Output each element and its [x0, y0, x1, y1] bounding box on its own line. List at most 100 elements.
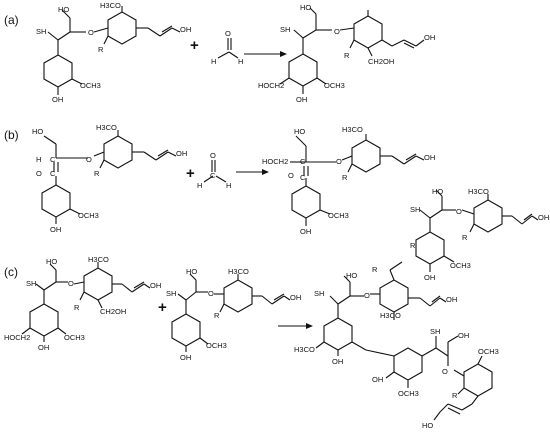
atom-h: H: [197, 181, 202, 190]
atom-oh: OH: [180, 25, 191, 34]
panel-a-arrow: [244, 51, 287, 57]
atom-r: R: [462, 233, 468, 242]
atom-r: R: [452, 391, 458, 400]
atom-och3: OCH3: [324, 81, 345, 90]
panel-a-formaldehyde: [217, 38, 239, 59]
panel-b-formaldehyde: [203, 160, 227, 183]
atom-h3co: H3CO: [100, 1, 121, 10]
atom-h3co: H3CO: [228, 267, 249, 276]
panel-a-product: [279, 7, 425, 94]
atom-ho: HO: [432, 187, 443, 196]
atom-sh: SH: [410, 205, 420, 214]
atom-oh: OH: [296, 95, 307, 104]
atom-c: C: [300, 157, 306, 166]
atom-o: O: [208, 289, 214, 298]
atom-h: H: [36, 155, 41, 164]
panel-c-arrow: [278, 323, 313, 329]
atom-r: R: [344, 51, 350, 60]
atom-ho: HO: [300, 3, 311, 12]
atom-och3: OCH3: [398, 389, 419, 398]
atom-o: O: [334, 27, 340, 36]
atom-o: O: [68, 279, 74, 288]
atom-och3: OCH3: [478, 347, 499, 356]
atom-oh: OH: [538, 213, 549, 222]
atom-sh: SH: [280, 25, 290, 34]
atom-ho: HO: [422, 421, 433, 430]
plus-sign: +: [190, 37, 199, 54]
atom-ho: HO: [294, 127, 305, 136]
atom-o: O: [288, 171, 294, 180]
atom-ho: HO: [46, 257, 57, 266]
atom-r: R: [372, 265, 378, 274]
atom-och3: OCH3: [64, 333, 85, 342]
atom-h3co: H3CO: [294, 345, 315, 354]
atom-oh: OH: [372, 375, 383, 384]
atom-h: H: [238, 57, 243, 66]
atom-ho: HO: [186, 267, 197, 276]
atom-sh: SH: [314, 289, 324, 298]
atom-o: O: [225, 29, 231, 38]
atom-sh: SH: [26, 279, 36, 288]
panel-c-product: [315, 189, 539, 421]
atom-oh: OH: [180, 353, 191, 362]
atom-och3: OCH3: [450, 261, 471, 270]
atom-o: O: [442, 367, 448, 376]
panel-label-b: (b): [4, 128, 19, 142]
atom-ho: HO: [32, 127, 43, 136]
atom-oh: OH: [424, 273, 435, 282]
panel-b-product: [290, 134, 425, 226]
atom-oh: OH: [38, 343, 49, 352]
atom-sh: SH: [36, 27, 46, 36]
atom-hoch2: HOCH2: [258, 81, 284, 90]
atom-oh: OH: [52, 95, 63, 104]
atom-oh: OH: [300, 227, 311, 236]
atom-c: C: [210, 171, 216, 180]
atom-oh: OH: [176, 149, 187, 158]
panel-a-reactant-lignin: [43, 6, 181, 95]
atom-o: O: [336, 157, 342, 166]
atom-h3co: H3CO: [88, 255, 109, 264]
atom-oh: OH: [424, 153, 435, 162]
atom-c: C: [50, 155, 56, 164]
atom-r: R: [214, 311, 220, 320]
atom-o: O: [364, 291, 370, 300]
atom-oh: OH: [50, 225, 61, 234]
atom-c: C: [50, 169, 56, 178]
panel-label-c: (c): [4, 265, 18, 279]
atom-oh: OH: [458, 331, 469, 340]
atom-h3co: H3CO: [342, 125, 363, 134]
plus-sign: +: [158, 299, 167, 316]
panel-b-reactant-lignin: [41, 130, 177, 224]
plus-sign: +: [186, 165, 195, 182]
atom-r: R: [342, 173, 348, 182]
atom-ho: HO: [58, 5, 69, 14]
atom-h3co: H3CO: [468, 187, 489, 196]
atom-ho: HO: [346, 271, 357, 280]
atom-och3: OCH3: [328, 211, 349, 220]
atom-o: O: [86, 155, 92, 164]
atom-oh: OH: [332, 357, 343, 366]
atom-och3: OCH3: [78, 211, 99, 220]
atom-h: H: [226, 181, 231, 190]
atom-o: O: [36, 169, 42, 178]
atom-r: R: [410, 241, 416, 250]
panel-c-reactant-2: [171, 273, 291, 352]
atom-ch2oh: CH2OH: [368, 57, 394, 66]
atom-h3co: H3CO: [96, 123, 117, 132]
atom-h: H: [211, 57, 216, 66]
atom-och3: OCH3: [80, 81, 101, 90]
atom-oh: OH: [446, 295, 457, 304]
atom-sh: SH: [430, 327, 440, 336]
atom-ch2oh: CH2OH: [100, 307, 126, 316]
atom-r: R: [94, 169, 100, 178]
atom-oh: OH: [424, 33, 435, 42]
atom-oh: OH: [150, 281, 161, 290]
panel-c-reactant-1: [21, 262, 151, 342]
atom-r: R: [74, 303, 80, 312]
atom-och3: OCH3: [206, 341, 227, 350]
atom-o: O: [210, 151, 216, 160]
atom-c: C: [300, 173, 306, 182]
atom-o: O: [88, 28, 94, 37]
